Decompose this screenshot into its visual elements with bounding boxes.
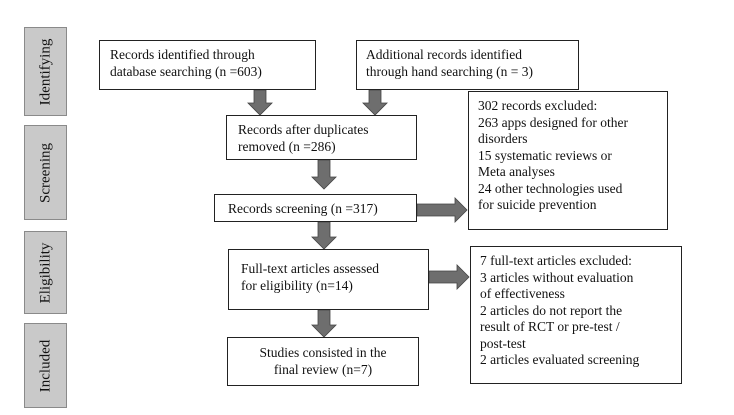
box-text: Records screening (n =317) — [228, 201, 378, 216]
box-records-screening: Records screening (n =317) — [214, 194, 417, 222]
box-full-text-assessed: Full-text articles assessed for eligibil… — [228, 249, 429, 310]
box-database-search: Records identified through database sear… — [99, 40, 316, 90]
box-hand-search: Additional records identified through ha… — [356, 40, 579, 90]
box-text: Studies consisted in the — [259, 345, 387, 360]
box-records-excluded: 302 records excluded: 263 apps designed … — [468, 91, 668, 230]
box-text: removed (n =286) — [238, 139, 336, 154]
arrow-fulltext-to-excluded — [428, 264, 470, 290]
box-final-review: Studies consisted in the final review (n… — [227, 337, 419, 386]
box-text: database searching (n =603) — [110, 64, 262, 79]
box-text: 3 articles without evaluation — [480, 269, 634, 285]
arrow-duplicates-to-screening — [311, 159, 337, 190]
box-text: Full-text articles assessed — [241, 261, 379, 276]
stage-eligibility: Eligibility — [24, 231, 67, 314]
arrow-screening-to-excluded — [416, 197, 468, 223]
box-text: disorders — [478, 131, 528, 146]
arrow-hand-to-duplicates — [362, 89, 388, 116]
box-text: of effectiveness — [480, 286, 565, 301]
box-text: Meta analyses — [478, 164, 555, 179]
box-text: 263 apps designed for other — [478, 114, 628, 130]
box-text: Records after duplicates — [238, 122, 369, 137]
box-text: Additional records identified — [366, 47, 522, 62]
box-text: 7 full-text articles excluded: — [480, 253, 632, 268]
box-text: 24 other technologies used — [478, 180, 623, 196]
box-full-text-excluded: 7 full-text articles excluded: 3 article… — [470, 246, 682, 384]
box-text: 15 systematic reviews or — [478, 147, 612, 163]
box-text: result of RCT or pre-test / — [480, 319, 620, 334]
box-text: Records identified through — [110, 47, 255, 62]
box-text: for eligibility (n=14) — [241, 278, 353, 293]
arrow-db-to-duplicates — [247, 89, 273, 116]
box-text: 2 articles evaluated screening — [480, 352, 640, 367]
box-text: through hand searching (n = 3) — [366, 64, 533, 79]
box-text: post-test — [480, 335, 526, 351]
arrow-fulltext-to-final — [311, 309, 337, 338]
stage-identifying: Identifying — [24, 27, 67, 116]
box-text: 302 records excluded: — [478, 98, 598, 113]
stage-included: Included — [24, 323, 67, 408]
box-text: for suicide prevention — [478, 197, 597, 212]
stage-screening: Screening — [24, 125, 67, 220]
arrow-screening-to-fulltext — [311, 221, 337, 250]
box-text: 2 articles do not report the — [480, 302, 623, 318]
box-duplicates-removed: Records after duplicates removed (n =286… — [226, 115, 417, 160]
box-text: final review (n=7) — [273, 362, 373, 377]
